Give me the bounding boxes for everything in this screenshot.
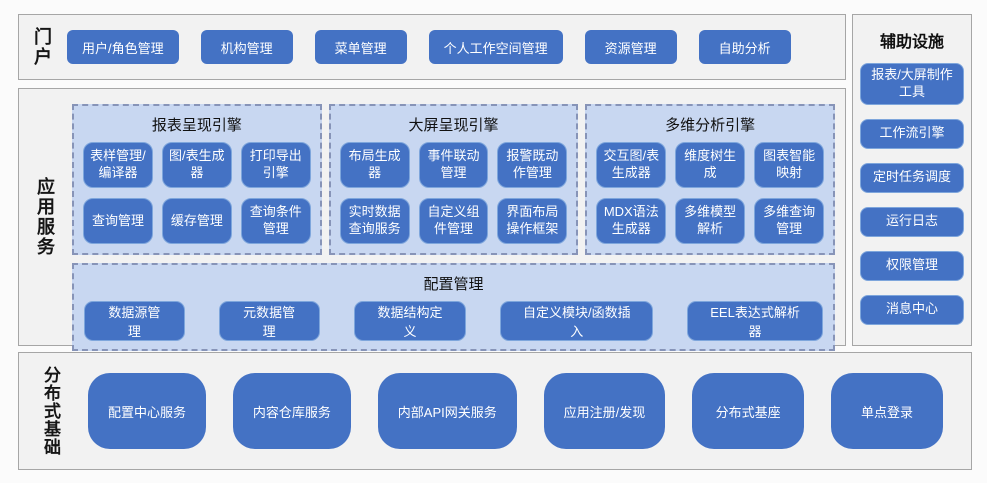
engine-node: 表样管理/编译器: [83, 142, 153, 188]
distributed-base-label: 分布式基础: [41, 366, 60, 456]
config-node: 数据源管理: [84, 301, 185, 341]
portal-node: 用户/角色管理: [67, 30, 179, 64]
config-group-title: 配置管理: [423, 276, 484, 293]
engine-node: 查询条件管理: [240, 198, 311, 244]
portal-node: 自助分析: [698, 30, 791, 64]
section-distributed-base: 分布式基础 配置中心服务 内容仓库服务 内部API网关服务 应用注册/发现 分布…: [18, 352, 972, 470]
auxiliary-node: 权限管理: [860, 250, 964, 281]
auxiliary-node: 报表/大屏制作工具: [860, 63, 964, 105]
distributed-node-row: 配置中心服务 内容仓库服务 内部API网关服务 应用注册/发现 分布式基座 单点…: [88, 373, 943, 449]
engine-node: 交互图/表生成器: [596, 142, 667, 188]
config-node: EEL表达式解析器: [687, 301, 823, 341]
portal-node: 资源管理: [584, 30, 677, 64]
engine-node: 查询管理: [83, 198, 153, 244]
engine-node: 打印导出引擎: [240, 142, 311, 188]
auxiliary-node: 定时任务调度: [860, 162, 964, 193]
auxiliary-node: 工作流引擎: [860, 118, 964, 149]
config-node: 元数据管理: [218, 301, 320, 341]
section-auxiliary: 辅助设施 报表/大屏制作工具 工作流引擎 定时任务调度 运行日志 权限管理 消息…: [852, 14, 972, 346]
portal-row: 用户/角色管理 机构管理 菜单管理 个人工作空间管理 资源管理 自助分析: [67, 30, 845, 64]
engine-node-grid: 表样管理/编译器 图/表生成器 打印导出引擎 查询管理 缓存管理 查询条件管理: [83, 142, 311, 244]
engine-group-title: 大屏呈现引擎: [408, 117, 499, 134]
engine-node: 布局生成器: [339, 142, 410, 188]
engine-node: 图/表生成器: [161, 142, 232, 188]
auxiliary-label: 辅助设施: [879, 34, 944, 51]
engine-node: 界面布局操作框架: [497, 198, 568, 244]
portal-label: 门户: [32, 27, 52, 67]
engine-group-title: 多维分析引擎: [665, 117, 756, 134]
config-node-row: 数据源管理 元数据管理 数据结构定义 自定义模块/函数插入 EEL表达式解析器: [84, 301, 823, 341]
engine-node: 维度树生成: [675, 142, 746, 188]
engine-node: 多维查询管理: [754, 198, 825, 244]
engine-group-dashboard: 大屏呈现引擎 布局生成器 事件联动管理 报警既动作管理 实时数据查询服务 自定义…: [328, 104, 579, 255]
portal-node: 机构管理: [200, 30, 293, 64]
distributed-node: 应用注册/发现: [543, 373, 666, 449]
engine-node: 实时数据查询服务: [339, 198, 410, 244]
auxiliary-node: 运行日志: [860, 206, 964, 237]
engine-node: 报警既动作管理: [497, 142, 568, 188]
app-services-content: 报表呈现引擎 表样管理/编译器 图/表生成器 打印导出引擎 查询管理 缓存管理 …: [72, 89, 845, 351]
engine-node: 多维模型解析: [675, 198, 746, 244]
distributed-node: 分布式基座: [692, 373, 805, 449]
engine-node: 事件联动管理: [418, 142, 489, 188]
engine-node-grid: 交互图/表生成器 维度树生成 图表智能映射 MDX语法生成器 多维模型解析 多维…: [596, 142, 825, 244]
portal-node: 个人工作空间管理: [428, 30, 563, 64]
config-node: 自定义模块/函数插入: [500, 301, 654, 341]
portal-node: 菜单管理: [314, 30, 407, 64]
engine-group-report: 报表呈现引擎 表样管理/编译器 图/表生成器 打印导出引擎 查询管理 缓存管理 …: [72, 104, 322, 255]
engine-group-title: 报表呈现引擎: [151, 117, 242, 134]
section-app-services: 应用服务 报表呈现引擎 表样管理/编译器 图/表生成器 打印导出引擎 查询管理 …: [18, 88, 846, 351]
engine-group-olap: 多维分析引擎 交互图/表生成器 维度树生成 图表智能映射 MDX语法生成器 多维…: [585, 104, 836, 255]
app-services-label: 应用服务: [35, 177, 55, 257]
engine-node: 缓存管理: [161, 198, 232, 244]
config-node: 数据结构定义: [353, 301, 467, 341]
distributed-node: 内部API网关服务: [377, 373, 517, 449]
engine-node-grid: 布局生成器 事件联动管理 报警既动作管理 实时数据查询服务 自定义组件管理 界面…: [339, 142, 568, 244]
distributed-node: 内容仓库服务: [232, 373, 351, 449]
config-group: 配置管理 数据源管理 元数据管理 数据结构定义 自定义模块/函数插入 EEL表达…: [72, 263, 835, 351]
auxiliary-node: 消息中心: [860, 294, 964, 325]
section-portal: 门户 用户/角色管理 机构管理 菜单管理 个人工作空间管理 资源管理 自助分析: [18, 14, 846, 80]
engine-node: 自定义组件管理: [418, 198, 489, 244]
distributed-node: 配置中心服务: [88, 373, 207, 449]
engine-node: MDX语法生成器: [596, 198, 667, 244]
engine-node: 图表智能映射: [754, 142, 825, 188]
engine-groups-row: 报表呈现引擎 表样管理/编译器 图/表生成器 打印导出引擎 查询管理 缓存管理 …: [72, 104, 836, 255]
distributed-node: 单点登录: [831, 373, 943, 449]
